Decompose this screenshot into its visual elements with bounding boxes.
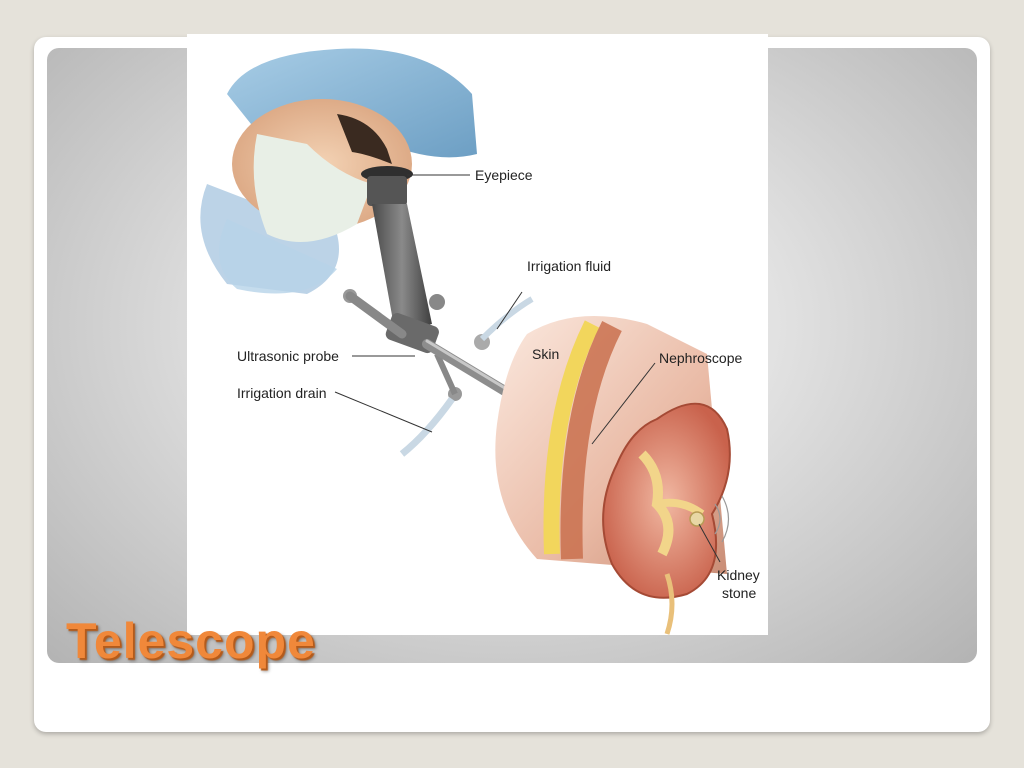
surgeon-illustration: [200, 48, 477, 294]
label-nephroscope: Nephroscope: [659, 350, 742, 366]
diagram-illustration: Eyepiece Irrigation fluid Ultrasonic pro…: [200, 48, 760, 635]
slide-title: Telescope: [66, 613, 316, 669]
label-irrigation-drain: Irrigation drain: [237, 385, 327, 401]
leader-lines: [334, 174, 721, 563]
label-kidney-stone-line1: Kidney: [717, 567, 760, 583]
nephroscope-diagram: Eyepiece Irrigation fluid Ultrasonic pro…: [187, 34, 768, 635]
label-skin: Skin: [532, 346, 559, 362]
kidney-stone-shape: [689, 511, 705, 527]
label-irrigation-fluid: Irrigation fluid: [527, 258, 611, 274]
label-ultrasonic-probe: Ultrasonic probe: [237, 348, 339, 364]
kidney-illustration: [602, 402, 731, 635]
label-kidney-stone-line2: stone: [722, 585, 756, 601]
label-eyepiece: Eyepiece: [475, 167, 533, 183]
